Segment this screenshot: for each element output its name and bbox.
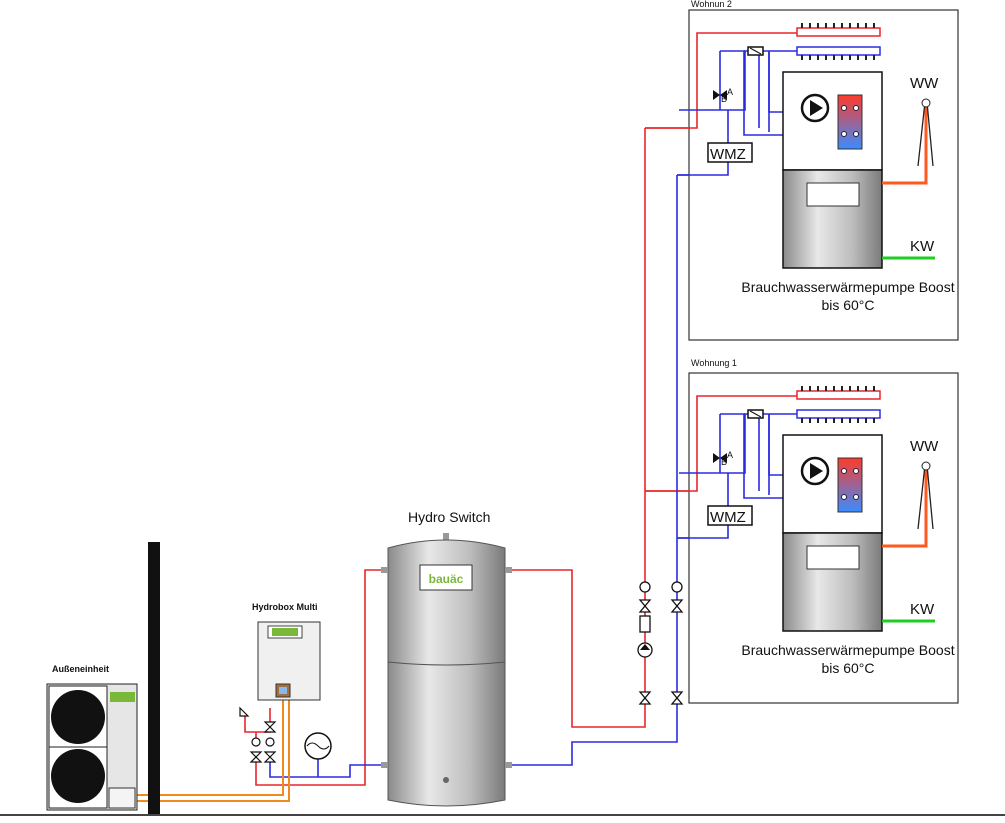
kw-label: KW (910, 238, 935, 255)
valve-icon (670, 599, 684, 613)
wmz-label: WMZ (710, 146, 746, 163)
filter-icon (639, 615, 651, 633)
return-riser (505, 175, 678, 766)
valve-port-b: B (721, 94, 727, 104)
ww-label: WW (910, 438, 939, 455)
apartment-1-label: Wohnung 1 (691, 358, 737, 368)
logo-text: bauäc (429, 572, 464, 586)
hydrobox-label: Hydrobox Multi (252, 602, 318, 612)
valve-icon (263, 721, 277, 733)
logo (419, 564, 473, 591)
safety-valve-icon (239, 706, 250, 717)
gauge-icon (251, 737, 261, 747)
unit-subtitle: bis 60°C (821, 660, 874, 676)
valve-icon (670, 691, 684, 705)
supply-riser (505, 128, 646, 728)
refrigerant-lines (137, 700, 290, 802)
outdoor-unit-label: Außeneinheit (52, 664, 109, 674)
ww-label: WW (910, 75, 939, 92)
valve-port-a: A (727, 87, 733, 97)
fan-icon (51, 749, 105, 803)
gauge-icon (671, 581, 683, 593)
building-wall (148, 542, 160, 815)
gauge-icon (639, 581, 651, 593)
gauge-icon (265, 737, 275, 747)
unit-title: Brauchwasserwärmepumpe Boost (741, 642, 954, 658)
valve-icon (638, 599, 652, 613)
unit-subtitle: bis 60°C (821, 297, 874, 313)
kw-label: KW (910, 601, 935, 618)
valve-port-b: B (721, 457, 727, 467)
hydro-switch-label: Hydro Switch (408, 509, 490, 525)
valve-icon (249, 751, 263, 763)
unit-title: Brauchwasserwärmepumpe Boost (741, 279, 954, 295)
valve-port-a: A (727, 450, 733, 460)
valve-icon (263, 751, 277, 763)
fan-icon (51, 690, 105, 744)
wmz-label: WMZ (710, 509, 746, 526)
hydro-switch-tank (387, 539, 506, 807)
apartment-2-label: Wohnun 2 (691, 0, 732, 9)
valve-icon (638, 691, 652, 705)
